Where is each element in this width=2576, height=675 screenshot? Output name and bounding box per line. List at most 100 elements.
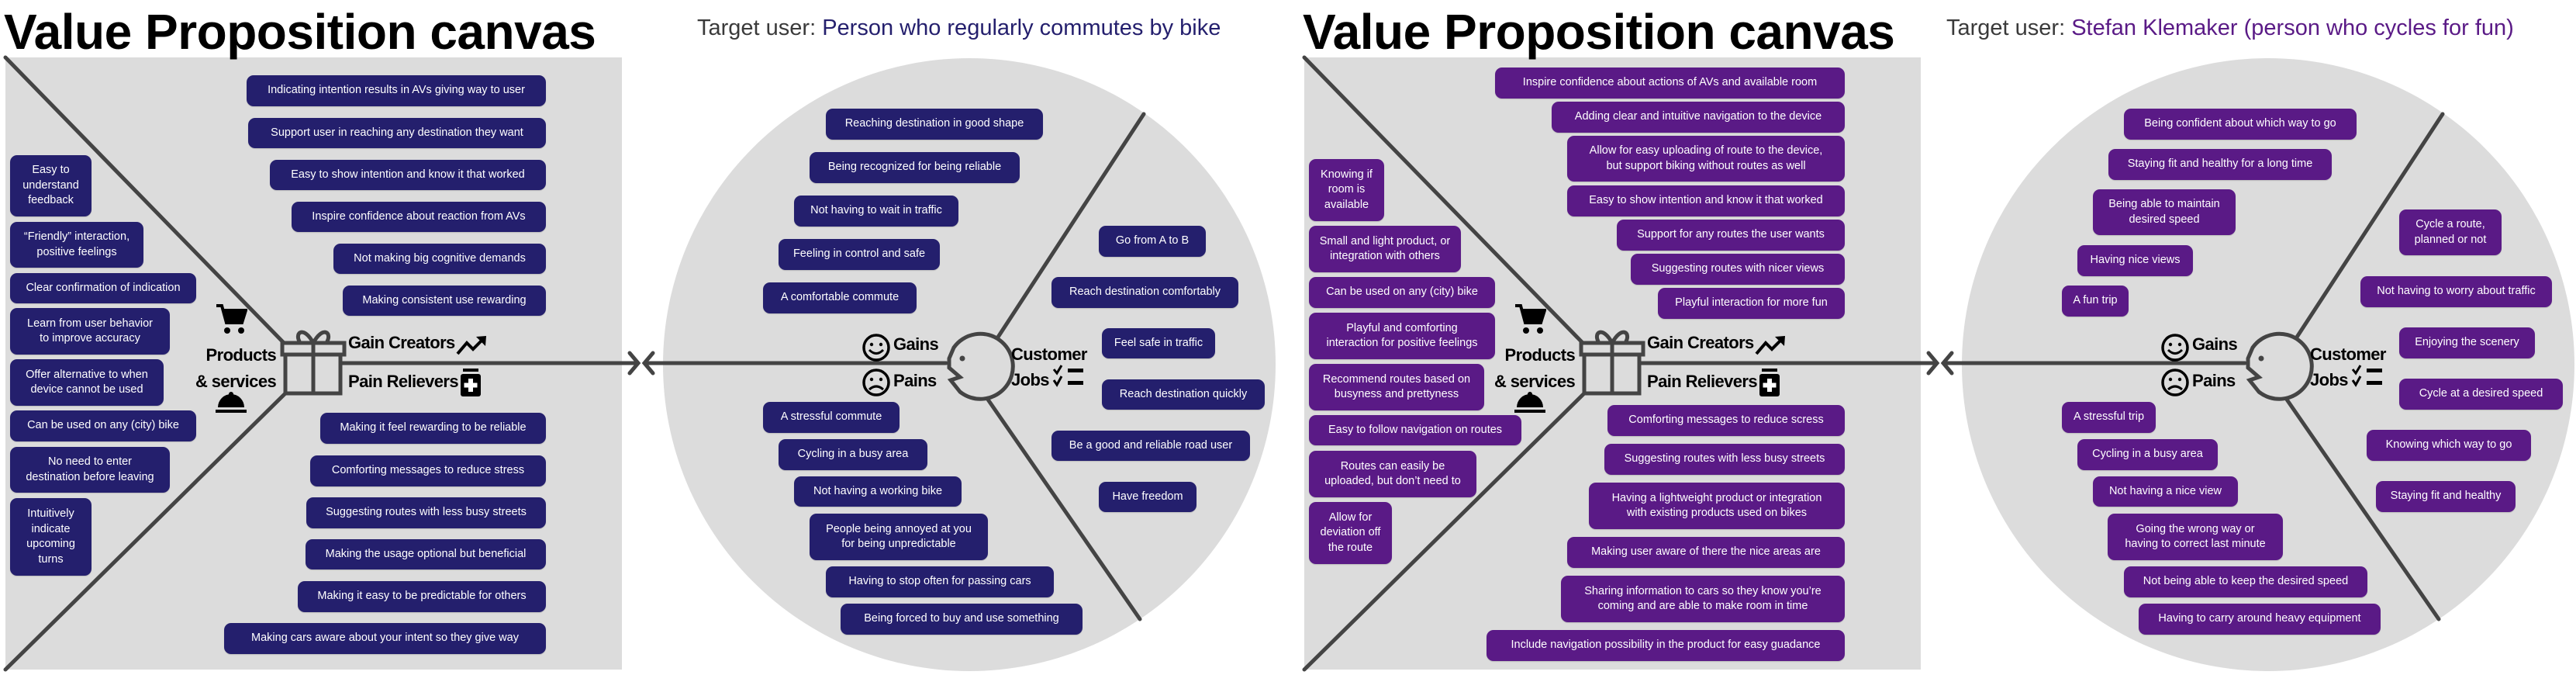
head-eye [959, 355, 965, 362]
shopping-cart-icon [215, 303, 248, 335]
target-user-name: Person who regularly commutes by bike [822, 16, 1221, 40]
product-service-card: Easy to understand feedback [10, 155, 92, 216]
product-service-card: Easy to follow navigation on routes [1309, 415, 1521, 445]
gain-creator-card: Support user in reaching any destination… [248, 118, 546, 148]
pain-reliever-card: Include navigation possibility in the pr… [1487, 630, 1845, 661]
product-service-card: Routes can easily be uploaded, but don’t… [1309, 451, 1476, 497]
gains-label: Gains [893, 334, 939, 354]
customer-job-card: Feel safe in traffic [1102, 328, 1215, 358]
gain-creator-card: Easy to show intention and know it that … [270, 160, 546, 190]
pain-relievers-label: Pain Relievers [1647, 372, 1758, 391]
pain-card: Not having a nice view [2093, 476, 2238, 507]
value-proposition-canvas-1: Value Proposition canvas Target user: Per… [0, 0, 1279, 675]
divider-line [2283, 395, 2441, 621]
gain-card: Feeling in control and safe [779, 239, 940, 270]
pain-card: Cycling in a busy area [2077, 439, 2218, 470]
gain-card: Being able to maintain desired speed [2093, 189, 2236, 235]
customer-jobs-label: Customer Jobs [1011, 344, 1087, 389]
pain-card: People being annoyed at you for being un… [810, 514, 988, 560]
arrow-head-right [627, 351, 641, 376]
product-service-card: Allow for deviation off the route [1309, 502, 1392, 564]
arrow-head-right [1926, 351, 1940, 376]
customer-job-card: Reach destination comfortably [1051, 277, 1238, 308]
customer-job-card: Knowing which way to go [2367, 430, 2531, 461]
product-service-card: Can be used on any (city) bike [10, 410, 196, 441]
customer-job-card: Reach destination quickly [1102, 379, 1265, 410]
gain-creator-card: Indicating intention results in AVs givi… [247, 75, 546, 106]
customer-job-card: Have freedom [1099, 482, 1196, 512]
gain-creators-label: Gain Creators [348, 333, 455, 352]
pain-card: Having to carry around heavy equipment [2139, 604, 2381, 635]
target-user-heading: Target user: Stefan Klemaker (person who… [1946, 12, 2514, 43]
pain-card: Not having a working bike [794, 476, 962, 507]
pain-reliever-card: Making user aware of there the nice area… [1567, 537, 1845, 568]
customer-job-card: Enjoying the scenery [2399, 327, 2535, 358]
pain-card: A stressful commute [763, 402, 900, 433]
customer-jobs-label: Customer Jobs [2310, 344, 2386, 389]
product-service-card: “Friendly” interaction, positive feeling… [10, 222, 143, 268]
gain-creator-card: Inspire confidence about reaction from A… [292, 202, 546, 232]
product-service-card: Recommend routes based on busyness and p… [1309, 364, 1484, 410]
gain-creator-card: Inspire confidence about actions of AVs … [1495, 68, 1845, 99]
gain-card: Having nice views [2077, 245, 2193, 276]
pain-reliever-card: Comforting messages to reduce scress [1607, 405, 1845, 436]
customer-head-icon [2246, 331, 2314, 401]
service-bell-icon [215, 392, 247, 414]
page-title: Value Proposition canvas [1303, 4, 1895, 60]
gain-creator-card: Making consistent use rewarding [343, 286, 546, 316]
customer-head-icon [947, 331, 1015, 401]
divider-line [3, 55, 288, 347]
product-service-card: Offer alternative to when device cannot … [10, 359, 164, 406]
gains-label: Gains [2192, 334, 2238, 354]
product-service-card: Small and light product, or integration … [1309, 226, 1461, 272]
gain-creator-card: Not making big cognitive demands [333, 244, 546, 274]
gain-card: Staying fit and healthy for a long time [2108, 149, 2332, 180]
product-service-card: Can be used on any (city) bike [1309, 277, 1495, 308]
gain-card: Reaching destination in good shape [826, 109, 1043, 140]
canvas-background [3, 55, 1276, 672]
pain-card: Going the wrong way or having to correct… [2108, 514, 2283, 560]
gain-creators-label: Gain Creators [1647, 333, 1754, 352]
pain-reliever-card: Making the usage optional but beneficial [306, 539, 546, 569]
value-proposition-canvas-2: Value Proposition canvas Target user: Ste… [1299, 0, 2576, 675]
gain-card: A comfortable commute [763, 282, 917, 313]
pains-label: Pains [2192, 371, 2236, 390]
shopping-cart-icon [1514, 303, 1547, 335]
product-service-card: Clear confirmation of indication [10, 273, 196, 303]
pain-reliever-card: Suggesting routes with less busy streets [306, 497, 546, 528]
product-service-card: Knowing if room is available [1309, 159, 1384, 221]
product-service-card: Learn from user behavior to improve accu… [10, 308, 170, 355]
gain-card: Being recognized for being reliable [810, 152, 1020, 183]
pain-card: Having to stop often for passing cars [826, 566, 1054, 597]
customer-job-card: Cycle at a desired speed [2399, 379, 2563, 410]
products-services-label: Products & services [195, 345, 277, 391]
sad-face-icon [2160, 368, 2191, 397]
target-user-heading: Target user: Person who regularly commut… [697, 12, 1221, 43]
checklist-icon [1052, 365, 1085, 388]
page-title: Value Proposition canvas [4, 4, 596, 60]
divider-line [995, 112, 1146, 341]
divider-line [984, 395, 1142, 621]
divider-line [3, 391, 288, 672]
target-user-name: Stefan Klemaker (person who cycles for f… [2071, 16, 2514, 40]
customer-job-card: Cycle a route, planned or not [2399, 209, 2502, 255]
gain-creator-card: Adding clear and intuitive navigation to… [1552, 102, 1845, 133]
trending-up-icon [456, 335, 487, 355]
trending-up-icon [1755, 335, 1786, 355]
pain-reliever-card: Having a lightweight product or integrat… [1589, 483, 1845, 529]
gain-creator-card: Suggesting routes with nicer views [1631, 254, 1845, 285]
smiley-face-icon [861, 334, 892, 362]
smiley-face-icon [2160, 334, 2191, 362]
pain-reliever-card: Making it feel rewarding to be reliable [320, 413, 546, 444]
target-user-label: Target user: [1946, 16, 2066, 40]
checklist-icon [2351, 365, 2384, 388]
gift-icon [280, 330, 347, 396]
pain-reliever-card: Making it easy to be predictable for oth… [298, 581, 546, 612]
head-eye [2258, 355, 2264, 362]
gain-creator-card: Playful interaction for more fun [1658, 288, 1845, 319]
sad-face-icon [861, 368, 892, 397]
pain-relievers-label: Pain Relievers [348, 372, 459, 391]
gain-creator-card: Allow for easy uploading of route to the… [1567, 136, 1845, 182]
product-service-card: Playful and comforting interaction for p… [1309, 313, 1495, 359]
divider-line [1302, 391, 1587, 672]
